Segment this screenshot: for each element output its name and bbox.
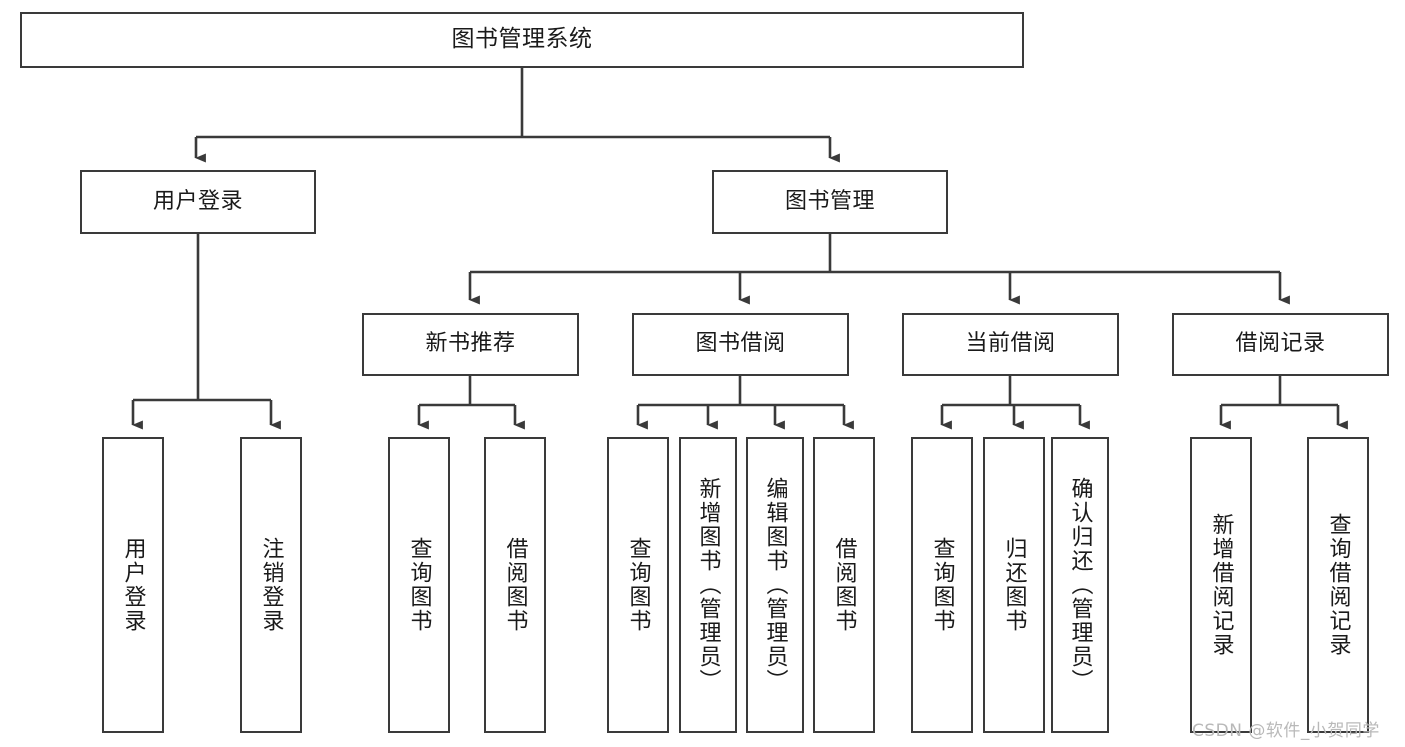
node-leaf-confirm-return-label: 确认归还（管理员） [1067,477,1093,693]
node-leaf-borrow-book-2[interactable]: 借阅图书 [813,437,875,733]
node-user-login[interactable]: 用户登录 [80,170,316,234]
node-leaf-query-book-2[interactable]: 查询图书 [607,437,669,733]
node-root-label: 图书管理系统 [451,26,593,53]
node-root[interactable]: 图书管理系统 [20,12,1024,68]
node-leaf-return-book[interactable]: 归还图书 [983,437,1045,733]
node-new-book-recommend[interactable]: 新书推荐 [362,313,579,376]
node-leaf-query-record[interactable]: 查询借阅记录 [1307,437,1369,733]
node-leaf-confirm-return[interactable]: 确认归还（管理员） [1051,437,1109,733]
node-leaf-logout[interactable]: 注销登录 [240,437,302,733]
node-leaf-edit-book[interactable]: 编辑图书（管理员） [746,437,804,733]
node-book-borrow[interactable]: 图书借阅 [632,313,849,376]
node-leaf-query-book-2-label: 查询图书 [625,537,651,633]
node-leaf-query-book-3-label: 查询图书 [929,537,955,633]
node-leaf-borrow-book-1[interactable]: 借阅图书 [484,437,546,733]
node-leaf-edit-book-label: 编辑图书（管理员） [762,477,788,693]
node-leaf-query-book-1[interactable]: 查询图书 [388,437,450,733]
node-current-borrow-label: 当前借阅 [965,331,1056,357]
node-leaf-add-record-label: 新增借阅记录 [1208,513,1234,657]
node-book-manage[interactable]: 图书管理 [712,170,948,234]
node-leaf-query-book-3[interactable]: 查询图书 [911,437,973,733]
node-book-manage-label: 图书管理 [784,188,875,214]
node-borrow-record-label: 借阅记录 [1235,331,1326,357]
node-leaf-add-book[interactable]: 新增图书（管理员） [679,437,737,733]
node-user-login-label: 用户登录 [152,188,243,214]
node-leaf-user-login[interactable]: 用户登录 [102,437,164,733]
node-leaf-borrow-book-1-label: 借阅图书 [502,537,528,633]
node-leaf-add-book-label: 新增图书（管理员） [695,477,721,693]
node-leaf-user-login-label: 用户登录 [120,537,146,633]
node-leaf-logout-label: 注销登录 [258,537,284,633]
node-leaf-query-book-1-label: 查询图书 [406,537,432,633]
node-leaf-add-record[interactable]: 新增借阅记录 [1190,437,1252,733]
node-current-borrow[interactable]: 当前借阅 [902,313,1119,376]
csdn-watermark: CSDN @软件_小贺同学 [1192,721,1380,741]
node-leaf-return-book-label: 归还图书 [1001,537,1027,633]
node-leaf-borrow-book-2-label: 借阅图书 [831,537,857,633]
node-book-borrow-label: 图书借阅 [695,331,786,357]
node-leaf-query-record-label: 查询借阅记录 [1325,513,1351,657]
node-new-book-recommend-label: 新书推荐 [425,331,516,357]
node-borrow-record[interactable]: 借阅记录 [1172,313,1389,376]
